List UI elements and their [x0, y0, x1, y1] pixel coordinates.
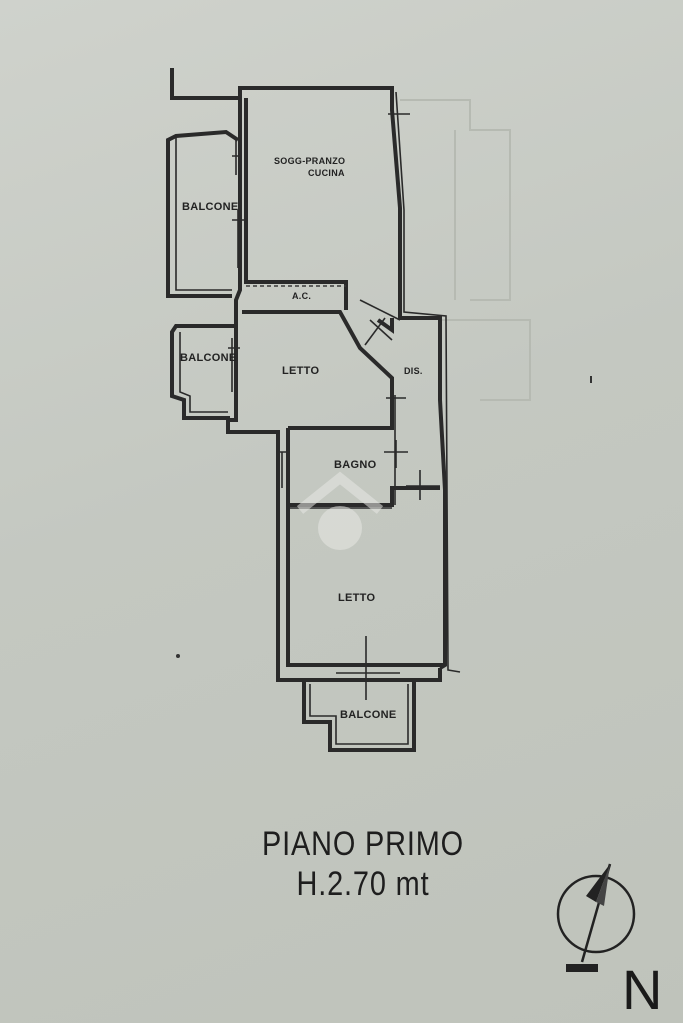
- north-arrow-icon: [556, 863, 636, 972]
- neighbour-plan-ghost: [400, 99, 531, 401]
- north-label: N: [622, 958, 663, 1021]
- label-bedroom-1: LETTO: [282, 365, 319, 377]
- label-living-2: CUCINA: [308, 168, 345, 178]
- ceiling-height: H.2.70 mt: [296, 865, 430, 903]
- label-bedroom-2: LETTO: [338, 592, 375, 604]
- label-balcony-3: BALCONE: [340, 709, 397, 721]
- label-bathroom: BAGNO: [334, 459, 377, 471]
- stray-dot: [176, 654, 180, 658]
- interior-walls: [242, 285, 440, 507]
- watermark-logo: [296, 471, 384, 550]
- floor-title: PIANO PRIMO: [261, 825, 465, 863]
- label-balcony-1: BALCONE: [182, 201, 239, 213]
- label-ac: A.C.: [292, 291, 311, 301]
- balcony-middle-left: [170, 324, 236, 420]
- opening-marks: [228, 113, 440, 700]
- label-dis: DIS.: [404, 366, 423, 376]
- balcony-bottom: [302, 680, 416, 752]
- label-balcony-2: BALCONE: [180, 352, 237, 364]
- stray-tick: [590, 376, 592, 383]
- label-living-1: SOGG-PRANZO: [274, 156, 345, 166]
- balcony-top-left: [166, 129, 240, 298]
- title-block: PIANO PRIMO H.2.70 mt: [238, 824, 488, 904]
- exterior-walls: [170, 68, 461, 682]
